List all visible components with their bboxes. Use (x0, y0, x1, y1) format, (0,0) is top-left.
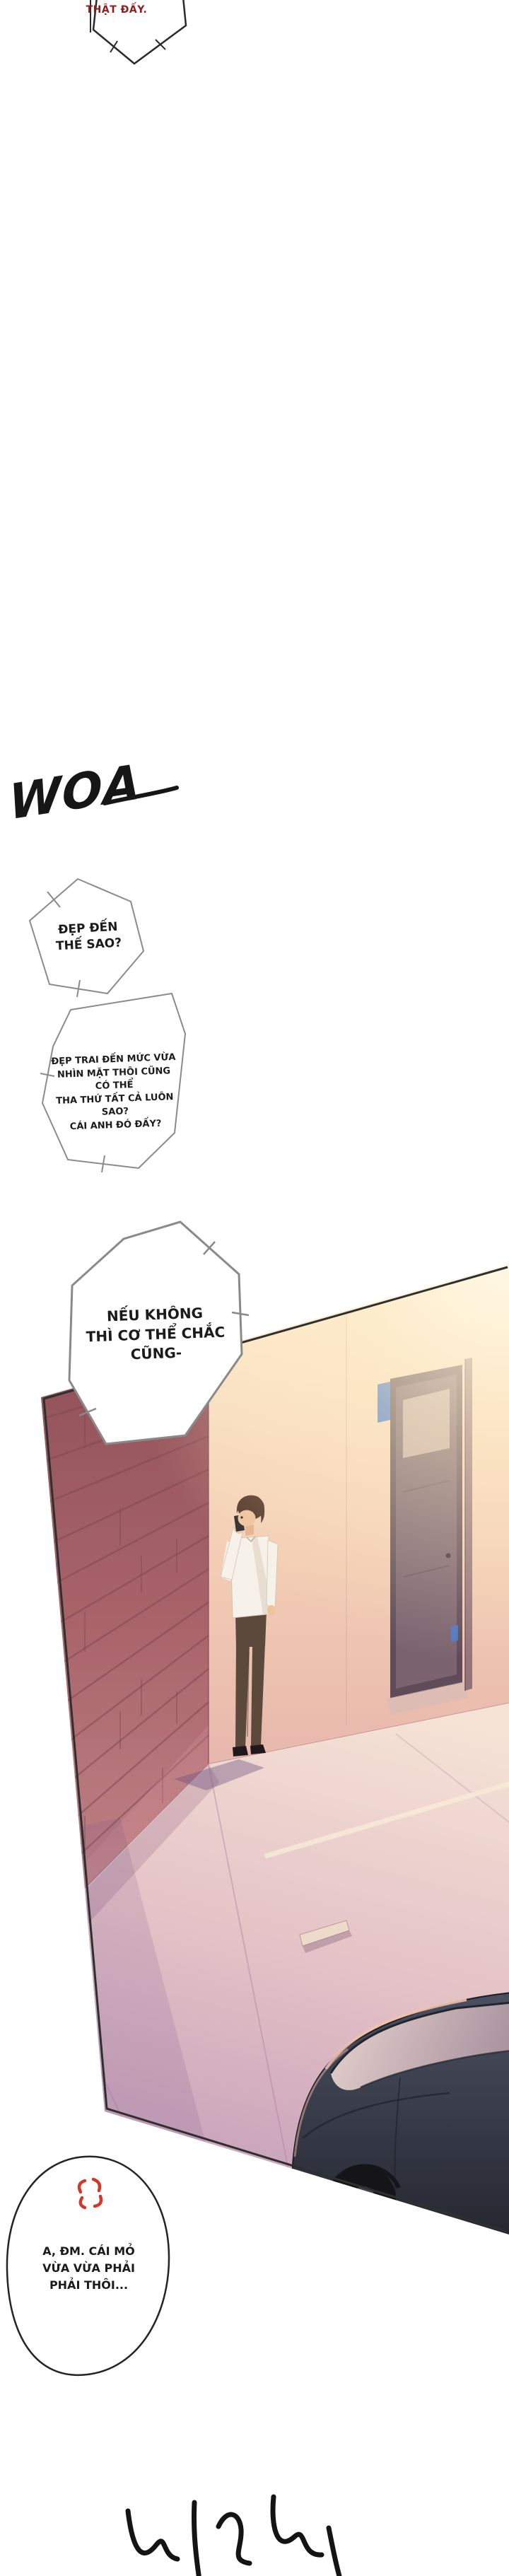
bubble-shape (28, 878, 145, 995)
bubble-hex-text: NẾU KHÔNG THÌ CƠ THỂ CHẮC CŨNG- (74, 1302, 238, 1366)
bubble-tick (101, 1155, 105, 1173)
bubble-tick (231, 1311, 250, 1317)
car-wheel (331, 2166, 396, 2232)
car-windshield (331, 2003, 509, 2090)
speech-bubble-top (90, 0, 187, 65)
bubble-top-text: THẬT ĐẤY. (71, 4, 163, 16)
speech-bubble-shout-1 (28, 878, 145, 998)
bubble-text-line: THA THỨ TẤT CẢ LUÔN SAO? (55, 1091, 174, 1118)
bubble-bottom-text: A, ĐM. CÁI MỎ VỪA VỪA PHẢI PHẢI THÔI... (20, 2243, 158, 2294)
panel-border (42, 1266, 508, 2233)
sfx-woa-dash (103, 786, 179, 805)
bubble-shout-2-text: ĐẸP TRAI ĐẾN MỨC VỪA NHÌN MẶT THÔI CŨNG … (49, 1051, 180, 1134)
speech-bubble-shout-2 (40, 992, 187, 1173)
bubble-text-line: PHẢI THÔI... (49, 2278, 129, 2292)
speech-bubble-bottom (6, 2155, 170, 2377)
anger-mark-icon (77, 2177, 103, 2210)
bubble-tick (47, 891, 61, 908)
bubble-tick (203, 1241, 216, 1255)
bubble-text-line: A, ĐM. CÁI MỎ (42, 2244, 135, 2258)
bubble-text-line: NHÌN MẶT THÔI CŨNG CÓ THỂ (57, 1065, 171, 1092)
bubble-shape (41, 992, 187, 1170)
bubble-shout-1-text: ĐẸP ĐẾN THẾ SAO? (35, 918, 142, 956)
bubble-tick (40, 1073, 55, 1077)
handwriting-cutoff (125, 2494, 342, 2576)
bubble-shape (6, 2155, 170, 2377)
bubble-tick (110, 40, 118, 53)
handwriting-strokes (125, 2494, 342, 2576)
car-hood-line (302, 2092, 450, 2139)
bubble-shape (68, 1220, 243, 1445)
car-pillar-line (329, 2001, 509, 2074)
dash-stroke (103, 786, 179, 805)
bubble-text-line: VỪA VỪA PHẢI (42, 2261, 135, 2275)
car-rim-light (324, 1998, 467, 2070)
bubble-tick (78, 1407, 97, 1417)
speech-bubble-hex (68, 1220, 250, 1445)
bubble-tick (155, 39, 166, 50)
bubble-text-line: THẬT ĐẤY. (86, 4, 148, 16)
bubble-tick (76, 979, 81, 998)
